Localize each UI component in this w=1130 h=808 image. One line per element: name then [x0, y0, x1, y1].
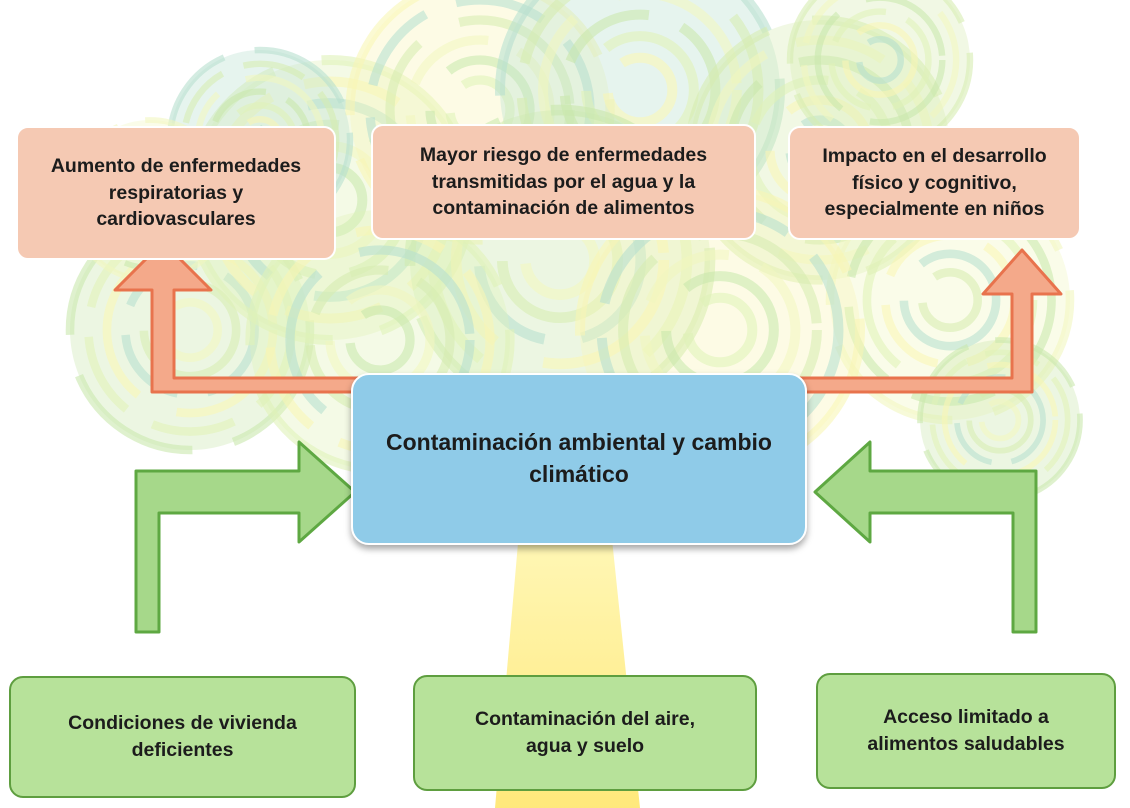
central-problem-box: Contaminación ambiental y cambio climáti…	[351, 373, 807, 545]
arrow-to-effect-left	[113, 240, 362, 394]
effect-text-respiratory: Aumento de enfermedades respiratorias y …	[50, 154, 302, 231]
canopy-ring	[918, 268, 982, 332]
canopy-ring	[978, 398, 1022, 442]
canopy-ring	[602, 52, 678, 128]
canopy-ring	[899, 249, 1001, 351]
canopy-ring	[121, 261, 259, 399]
effect-box-development: Impacto en el desarrollo físico y cognit…	[788, 126, 1081, 240]
canopy-ring	[158, 298, 222, 362]
arrow-from-cause-left	[134, 440, 357, 634]
cause-text-housing: Condiciones de vivienda deficientes	[68, 712, 297, 761]
effect-box-waterborne: Mayor riesgo de enfermedades transmitida…	[371, 124, 756, 240]
effect-text-development: Impacto en el desarrollo físico y cognit…	[822, 144, 1047, 221]
canopy-ring	[842, 22, 918, 98]
effect-box-respiratory: Aumento de enfermedades respiratorias y …	[16, 126, 336, 260]
canopy-ring	[305, 265, 455, 415]
arrow-to-effect-right	[798, 248, 1063, 394]
canopy-ring	[828, 8, 932, 112]
canopy-ring	[559, 9, 721, 171]
canopy-ring	[856, 36, 904, 84]
cause-box-pollution: Contaminación del aire, agua y suelo	[413, 675, 757, 791]
cause-text-food-access: Acceso limitado a alimentos saludables	[867, 706, 1065, 755]
cause-box-housing: Condiciones de vivienda deficientes	[9, 676, 356, 798]
canopy-ring	[345, 305, 415, 375]
canopy-ring	[639, 249, 801, 411]
canopy-ring	[814, 0, 946, 126]
arrow-from-cause-right	[813, 440, 1038, 634]
central-problem-text: Contaminación ambiental y cambio climáti…	[386, 429, 772, 487]
canopy-ring	[405, 35, 555, 185]
canopy-ring	[682, 292, 758, 368]
cause-text-pollution: Contaminación del aire, agua y suelo	[475, 708, 695, 757]
cause-box-food-access: Acceso limitado a alimentos saludables	[816, 673, 1116, 789]
effect-text-waterborne: Mayor riesgo de enfermedades transmitida…	[419, 143, 708, 220]
